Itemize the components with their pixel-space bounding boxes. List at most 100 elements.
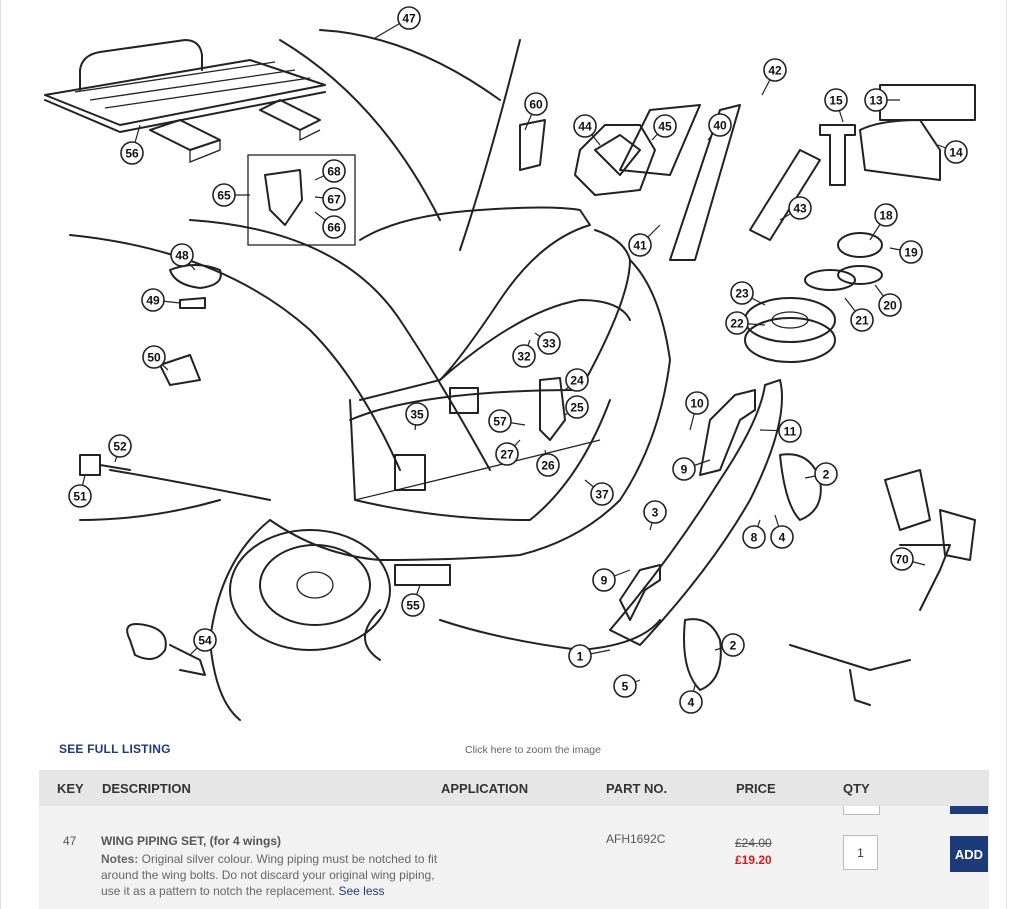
callout-number: 57	[493, 415, 507, 429]
callout-number: 24	[570, 374, 584, 388]
callout-circle	[212, 183, 236, 207]
callout-number: 10	[690, 397, 704, 411]
callout-circle	[536, 453, 560, 477]
callout-15: 15	[824, 88, 848, 123]
callout-48: 48	[170, 243, 196, 271]
see-full-listing-link[interactable]: SEE FULL LISTING	[59, 742, 171, 756]
header-description: DESCRIPTION	[102, 781, 191, 796]
callout-2: 2	[804, 462, 838, 486]
row-description: WING PIPING SET, (for 4 wings)	[101, 834, 282, 848]
callout-number: 19	[904, 246, 918, 260]
callout-52: 52	[108, 434, 132, 463]
callout-19: 19	[889, 240, 923, 264]
see-less-link[interactable]: See less	[338, 884, 385, 898]
callout-circle	[401, 593, 425, 617]
callout-11: 11	[759, 419, 802, 443]
callout-circle	[405, 402, 429, 426]
callout-56: 56	[120, 124, 144, 165]
callout-number: 25	[570, 401, 584, 415]
header-qty: QTY	[843, 781, 870, 796]
callout-number: 22	[730, 317, 744, 331]
add-to-basket-button[interactable]: ADD	[950, 836, 988, 872]
row-key: 47	[63, 834, 77, 848]
table-row: 47 WING PIPING SET, (for 4 wings) Notes:…	[39, 824, 989, 909]
callout-circle	[672, 457, 696, 481]
bracket-inset-drawing	[247, 154, 356, 246]
callout-23: 23	[730, 281, 766, 306]
callout-circle	[890, 547, 914, 571]
callout-number: 43	[793, 202, 807, 216]
callout-circle	[568, 644, 592, 668]
callout-25: 25	[564, 395, 589, 419]
callout-9: 9	[672, 457, 711, 481]
callout-circle	[643, 500, 667, 524]
callout-44: 44	[573, 114, 601, 146]
callout-number: 27	[500, 448, 514, 462]
callout-55: 55	[401, 584, 425, 617]
callout-circle	[322, 215, 346, 239]
callout-68: 68	[314, 159, 346, 183]
callout-number: 18	[879, 209, 893, 223]
callout-circle	[628, 233, 652, 257]
callout-circle	[778, 419, 802, 443]
callout-circle	[730, 281, 754, 305]
callout-circle	[141, 288, 165, 312]
callout-circle	[874, 203, 898, 227]
callout-22: 22	[725, 311, 766, 335]
previous-add-button[interactable]	[950, 806, 988, 814]
callout-circle	[770, 525, 794, 549]
callout-number: 2	[823, 468, 830, 482]
callout-number: 35	[410, 408, 424, 422]
callout-number: 47	[402, 12, 416, 26]
quantity-input[interactable]	[843, 835, 878, 870]
callout-number: 21	[855, 314, 869, 328]
callout-circle	[721, 633, 745, 657]
callout-number: 15	[829, 94, 843, 108]
callout-42: 42	[761, 58, 787, 96]
callout-circle	[573, 114, 597, 138]
callout-circle	[944, 140, 968, 164]
callout-number: 14	[949, 146, 963, 160]
callout-number: 9	[601, 574, 608, 588]
callout-number: 67	[327, 193, 341, 207]
previous-qty-input[interactable]	[843, 806, 880, 815]
callout-circle	[613, 674, 637, 698]
callout-37: 37	[584, 479, 614, 506]
callout-number: 56	[125, 147, 139, 161]
callout-circle	[592, 568, 616, 592]
luggage-rack-drawing	[44, 39, 326, 163]
callout-65: 65	[212, 183, 250, 207]
callout-circle	[120, 141, 144, 165]
callout-21: 21	[844, 297, 874, 332]
callout-number: 42	[768, 64, 782, 78]
callout-20: 20	[874, 284, 902, 317]
row-old-price: £24.00	[735, 836, 772, 850]
callout-8: 8	[742, 519, 766, 549]
zoom-image-hint[interactable]: Click here to zoom the image	[465, 744, 601, 756]
callout-24: 24	[564, 368, 589, 392]
callout-number: 26	[541, 459, 555, 473]
callout-circle	[537, 331, 561, 355]
callout-circle	[108, 434, 132, 458]
boot-lid-drawing	[394, 299, 631, 491]
callout-circle	[653, 114, 677, 138]
callout-circle	[590, 482, 614, 506]
callout-2: 2	[714, 633, 745, 657]
callout-number: 49	[146, 294, 160, 308]
callout-51: 51	[68, 474, 92, 508]
callout-27: 27	[495, 439, 521, 466]
callout-5: 5	[613, 674, 641, 698]
callout-circle	[899, 240, 923, 264]
callout-number: 2	[730, 639, 737, 653]
misc-parts-drawing	[79, 29, 976, 706]
parts-table-header: KEY DESCRIPTION APPLICATION PART NO. PRI…	[39, 770, 989, 806]
callout-number: 48	[175, 249, 189, 263]
callout-1: 1	[568, 644, 611, 668]
callout-32: 32	[512, 339, 536, 368]
row-notes: Notes: Original silver colour. Wing pipi…	[101, 851, 446, 899]
page-border-right	[1006, 0, 1007, 909]
callout-number: 5	[622, 680, 629, 694]
callout-circle	[864, 88, 888, 112]
